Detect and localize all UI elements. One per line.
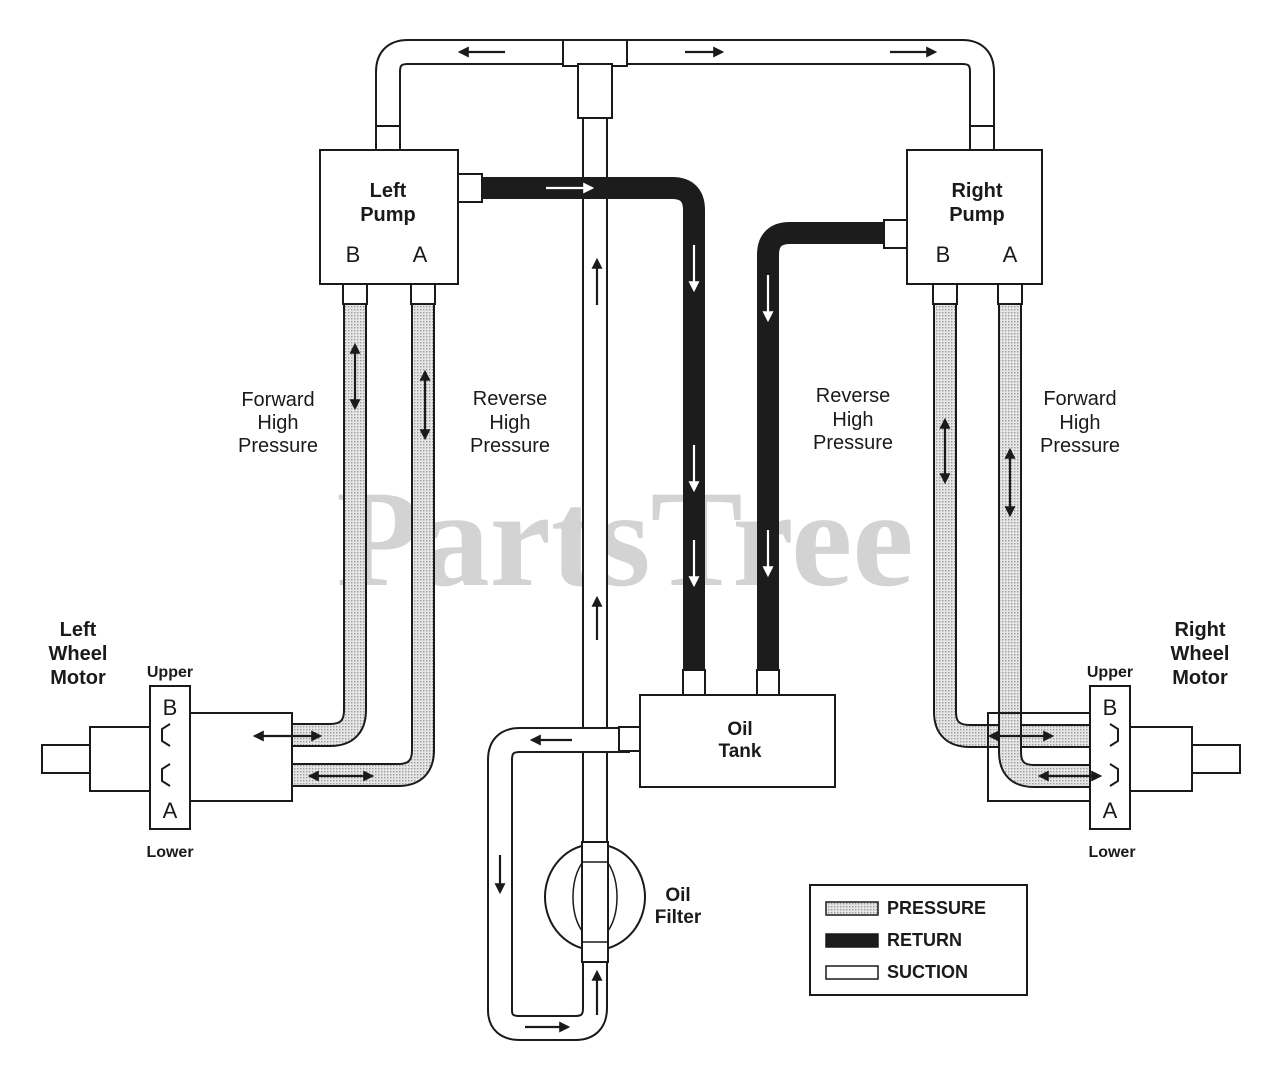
left-reverse-label-line2: High <box>489 412 530 434</box>
oil-filter-label-line1: Oil <box>665 885 690 906</box>
right-motor-title-line2: Wheel <box>1171 643 1230 665</box>
right-forward-label-line1: Forward <box>1043 388 1116 410</box>
oil-filter-label-line2: Filter <box>655 907 702 928</box>
legend-return-label: RETURN <box>887 930 962 950</box>
legend: PRESSURE RETURN SUCTION <box>809 884 1028 996</box>
left-pump: Left Pump B A <box>319 149 459 285</box>
left-motor-title-line3: Motor <box>50 667 106 689</box>
left-pump-label-line2: Pump <box>360 204 416 226</box>
left-motor-port-b: B <box>163 695 178 720</box>
right-wheel-motor: B A Upper Lower Right Wheel Motor <box>987 619 1241 861</box>
left-reverse-label-line3: Pressure <box>470 435 550 457</box>
left-pump-label-line1: Left <box>370 180 407 202</box>
right-motor-port-b: B <box>1103 695 1118 720</box>
right-motor-title-line1: Right <box>1174 619 1225 641</box>
left-forward-label-line3: Pressure <box>238 435 318 457</box>
left-motor-title-line2: Wheel <box>49 643 108 665</box>
right-pump-label-line2: Pump <box>949 204 1005 226</box>
left-forward-label-line2: High <box>257 412 298 434</box>
right-motor-port-a: A <box>1103 798 1118 823</box>
oil-tank-label-line1: Oil <box>727 719 752 740</box>
right-reverse-label-line3: Pressure <box>813 432 893 454</box>
oil-tank: Oil Tank <box>618 669 836 788</box>
legend-swatch-suction <box>825 965 879 980</box>
legend-suction-label: SUCTION <box>887 962 968 982</box>
oil-filter: Oil Filter <box>544 841 702 963</box>
pressure-left-forward <box>170 300 367 747</box>
right-forward-label-line3: Pressure <box>1040 435 1120 457</box>
left-forward-label: Forward High Pressure <box>238 389 318 457</box>
right-pump-port-b: B <box>936 242 951 267</box>
left-motor-title-line1: Left <box>60 619 97 641</box>
right-reverse-label: Reverse High Pressure <box>813 385 893 454</box>
right-motor-upper-label: Upper <box>1087 664 1133 681</box>
return-line-right <box>757 222 885 680</box>
legend-swatch-pressure <box>825 901 879 916</box>
legend-swatch-return <box>825 933 879 948</box>
right-motor-lower-label: Lower <box>1088 844 1135 861</box>
left-motor-lower-label: Lower <box>146 844 193 861</box>
pressure-lines <box>170 283 1115 788</box>
flow-arrows <box>252 46 1103 1033</box>
right-pump: Right Pump B A <box>906 149 1043 285</box>
suction-tee-fitting <box>562 39 628 67</box>
legend-pressure-label: PRESSURE <box>887 898 986 918</box>
left-pump-port-a: A <box>413 242 428 267</box>
left-forward-label-line1: Forward <box>241 389 314 411</box>
left-pump-port-b: B <box>346 242 361 267</box>
suction-top-manifold <box>375 39 995 130</box>
return-lines <box>455 173 911 680</box>
right-pump-port-a: A <box>1003 242 1018 267</box>
left-reverse-label-line1: Reverse <box>473 388 547 410</box>
right-reverse-label-line1: Reverse <box>816 385 890 407</box>
return-line-left <box>480 177 705 680</box>
left-reverse-label: Reverse High Pressure <box>470 388 550 457</box>
right-forward-label-line2: High <box>1059 412 1100 434</box>
right-pump-label-line1: Right <box>951 180 1002 202</box>
right-motor-title-line3: Motor <box>1172 667 1228 689</box>
left-motor-port-a: A <box>163 798 178 823</box>
left-wheel-motor: B A Upper Lower Left Wheel Motor <box>41 619 293 861</box>
right-reverse-label-line2: High <box>832 409 873 431</box>
oil-tank-label-line2: Tank <box>719 741 762 762</box>
left-motor-upper-label: Upper <box>147 664 193 681</box>
right-forward-label: Forward High Pressure <box>1040 388 1120 457</box>
